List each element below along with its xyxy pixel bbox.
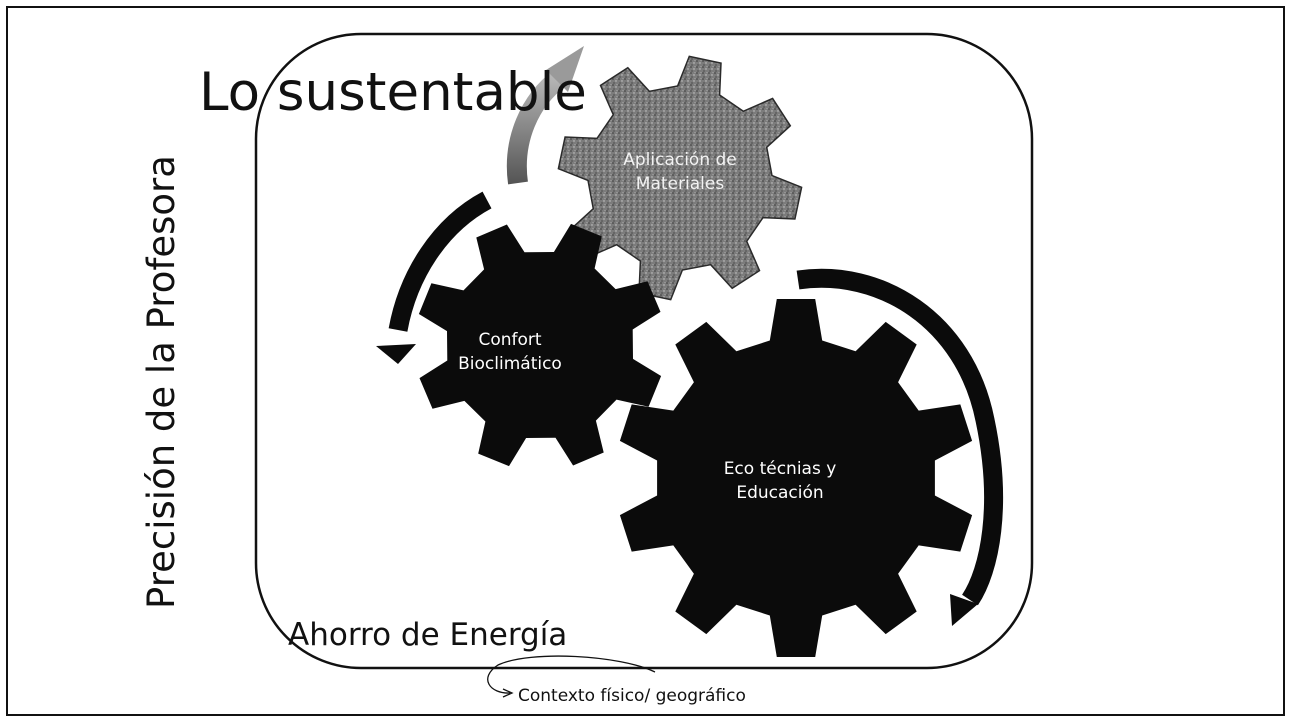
gear-label-line: Materiales <box>635 174 725 194</box>
bottom-label: Ahorro de Energía <box>288 617 568 653</box>
gear-materiales <box>557 55 803 301</box>
diagram-title: Lo sustentable <box>199 62 587 123</box>
gear-confort <box>418 223 662 467</box>
arrow-left <box>376 191 492 364</box>
gear-label-line: Aplicación de <box>623 150 737 170</box>
gear-label-eco: Eco técnias y Educación <box>660 457 900 505</box>
gear-label-line: Eco técnias y <box>723 459 837 479</box>
gear-label-confort: Confort Bioclimático <box>410 328 610 376</box>
slide-frame <box>6 6 1285 716</box>
vertical-axis-label: Precisión de la Profesora <box>140 155 183 609</box>
gear-eco <box>619 299 973 657</box>
arrow-right <box>796 268 1004 626</box>
arrow-top <box>506 46 584 185</box>
gear-label-line: Confort <box>478 330 542 350</box>
context-arrow-icon <box>502 688 514 698</box>
gear-label-line: Educación <box>736 483 824 503</box>
context-bracket <box>487 655 656 694</box>
context-label: Contexto físico/ geográfico <box>518 686 746 706</box>
gear-label-line: Bioclimático <box>458 354 562 374</box>
gear-label-materiales: Aplicación de Materiales <box>560 148 800 196</box>
